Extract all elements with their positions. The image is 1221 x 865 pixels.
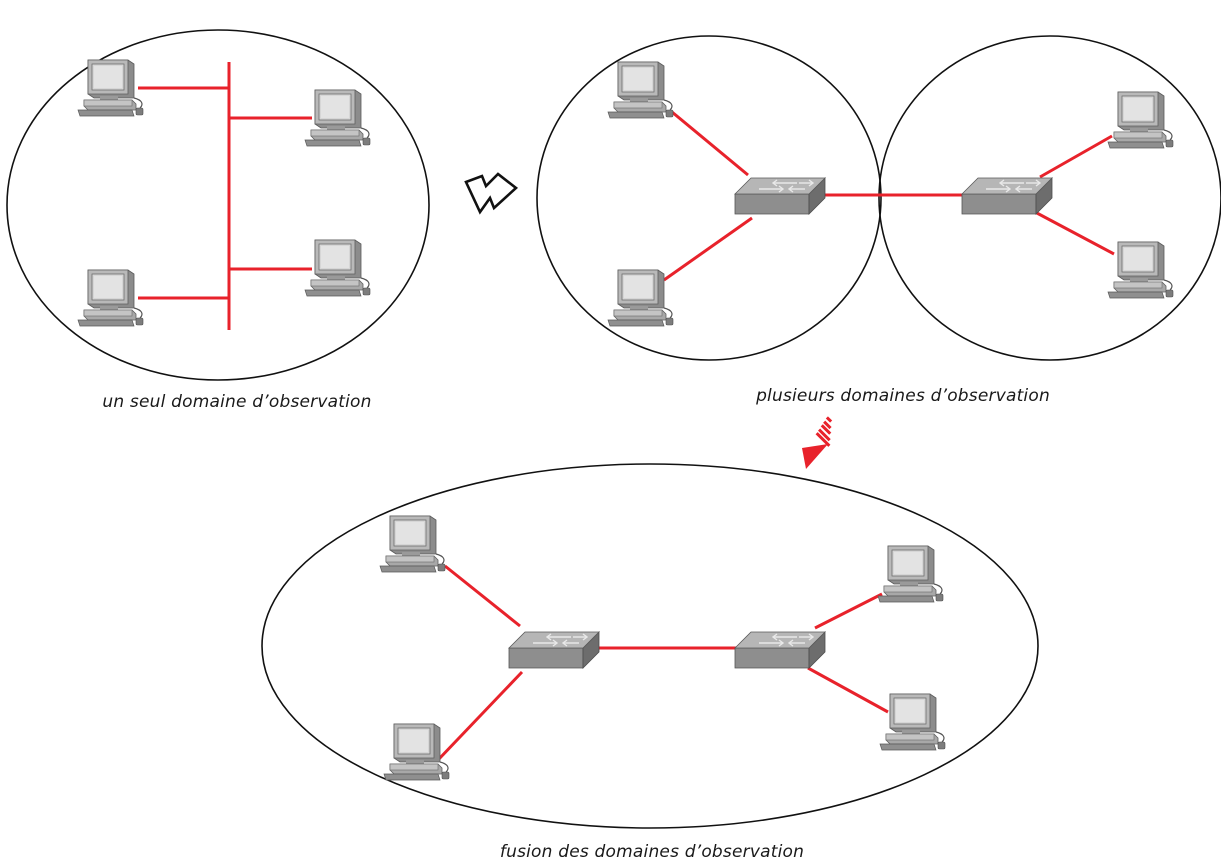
computer-icon (77, 59, 144, 117)
computer-icon (1107, 241, 1174, 299)
link (1039, 134, 1113, 179)
computer-icon (879, 693, 946, 751)
link (444, 564, 521, 628)
observation-domain-right (878, 35, 1221, 361)
computer-icon (379, 515, 446, 573)
computer-icon (1107, 91, 1174, 149)
link (1034, 210, 1115, 256)
lightning-arrow-icon (464, 172, 519, 215)
caption-fusion: fusion des domaines d’observation (500, 842, 804, 862)
observation-domain-fused (261, 463, 1039, 829)
single-domain-panel: un seul domaine d’observation (6, 29, 430, 412)
computer-icon (304, 89, 371, 147)
switch-icon (961, 177, 1053, 215)
observation-domain-left (536, 35, 882, 361)
multiple-domains-panel: plusieurs domaines d’observation (536, 35, 1221, 406)
switch-icon (734, 631, 826, 669)
computer-icon (383, 723, 450, 781)
link (807, 666, 889, 714)
switch-icon (734, 177, 826, 215)
switch-icon (508, 631, 600, 669)
computer-icon (607, 61, 674, 119)
link (663, 216, 753, 282)
link (671, 110, 749, 177)
observation-domain-single (6, 29, 430, 381)
computer-icon (607, 269, 674, 327)
caption-multiple-domains: plusieurs domaines d’observation (755, 386, 1050, 406)
link (436, 670, 524, 762)
computer-icon (77, 269, 144, 327)
fused-domain-panel: fusion des domaines d’observation (261, 463, 1039, 862)
caption-single-domain: un seul domaine d’observation (102, 392, 371, 412)
computer-icon (304, 239, 371, 297)
link (814, 592, 883, 630)
red-arrow-icon (802, 416, 833, 469)
computer-icon (877, 545, 944, 603)
